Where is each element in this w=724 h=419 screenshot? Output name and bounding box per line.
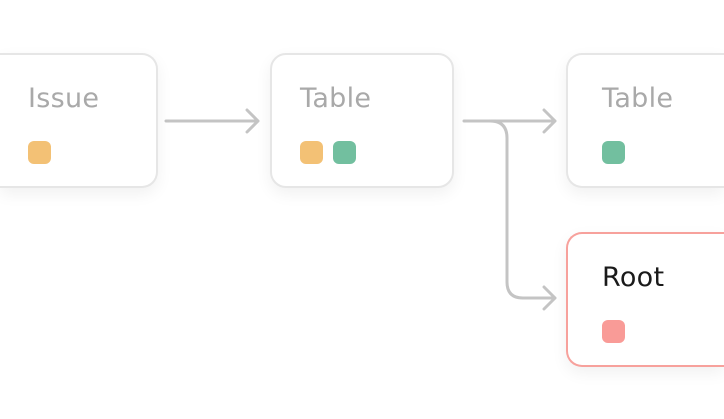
node-label: Issue (28, 83, 100, 114)
color-swatch (333, 141, 356, 164)
node-label: Table (602, 83, 674, 114)
color-swatch (300, 141, 323, 164)
node-table-2[interactable]: Table (566, 53, 724, 188)
color-swatch (28, 141, 51, 164)
node-table[interactable]: Table (270, 53, 454, 188)
node-root[interactable]: Root (566, 232, 724, 367)
node-label: Root (602, 262, 665, 293)
node-label: Table (300, 83, 372, 114)
edge-issue-to-table (164, 108, 260, 134)
color-swatch (602, 320, 625, 343)
edge-table-to-root (488, 119, 557, 311)
color-swatch (602, 141, 625, 164)
edge-table-to-table (462, 108, 557, 134)
node-issue[interactable]: Issue (0, 53, 158, 188)
